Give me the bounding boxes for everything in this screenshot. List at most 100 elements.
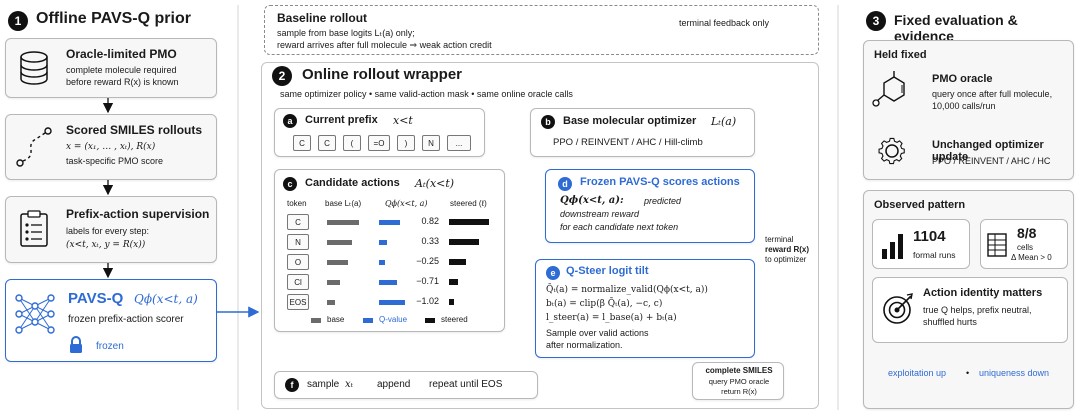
badge-a: a xyxy=(283,114,297,128)
badge-d: d xyxy=(558,177,572,191)
prefix-token-5: N xyxy=(422,135,440,151)
prefix-desc-2: (x<t, xₜ, y = R(x)) xyxy=(66,240,146,250)
legend-base-swatch xyxy=(311,318,321,323)
candidate-steered-bar xyxy=(449,299,454,305)
base-optimizer-formula: Lₜ(a) xyxy=(711,115,737,128)
candidate-token: O xyxy=(287,254,309,270)
footer-exploitation: exploitation up xyxy=(888,368,947,378)
frozen-scores-desc-2: downstream reward xyxy=(560,209,640,219)
pavs-desc: frozen prefix-action scorer xyxy=(68,314,184,325)
prefix-desc-1: labels for every step: xyxy=(66,226,150,236)
card-sample-loop: f sample xₜ append repeat until EOS xyxy=(274,371,538,399)
gear-icon xyxy=(878,137,905,165)
card-candidate-actions: c Candidate actions Aₜ(x<t) token base L… xyxy=(274,169,505,332)
badge-e: e xyxy=(546,266,560,280)
oracle-desc-1: complete molecule required xyxy=(66,65,177,75)
legend-q-label: Q-value xyxy=(379,315,408,324)
pavs-title: PAVS-Q xyxy=(68,290,124,307)
molecule-icon xyxy=(872,71,905,107)
card-baseline: Baseline rollout sample from base logits… xyxy=(264,5,819,55)
frozen-scores-desc-3: for each candidate next token xyxy=(560,222,679,232)
baseline-title: Baseline rollout xyxy=(277,11,368,25)
candidate-title: Candidate actions xyxy=(305,177,400,189)
section-1-title: Offline PAVS-Q prior xyxy=(36,10,191,27)
terminal-line-2: reward R(x) xyxy=(765,245,810,254)
terminal-line-1: terminal xyxy=(765,235,794,244)
card-held-fixed: Held fixed PMO oracle query once after f… xyxy=(863,40,1074,180)
action-identity-title: Action identity matters xyxy=(923,287,1043,299)
repeat-label: repeat until EOS xyxy=(429,379,503,390)
base-optimizer-desc: PPO / REINVENT / AHC / Hill-climb xyxy=(553,137,703,148)
held-fixed-title: Held fixed xyxy=(874,49,927,61)
card-runs: 1104 formal runs xyxy=(872,219,970,269)
frozen-scores-desc-1: predicted xyxy=(644,196,682,206)
badge-b: b xyxy=(541,115,555,129)
legend-q-swatch xyxy=(363,318,373,323)
baseline-line-1: sample from base logits Lₜ(a) only; xyxy=(277,28,415,38)
cells-value: 8/8 xyxy=(1017,225,1037,241)
pavs-formula: Qϕ(x<t, a) xyxy=(134,292,198,306)
runs-value: 1104 xyxy=(913,228,946,245)
candidate-base-bar xyxy=(327,280,340,285)
card-action-identity: Action identity matters true Q helps, pr… xyxy=(872,277,1068,343)
table-icon xyxy=(987,233,1007,257)
col-base-header: base Lₜ(a) xyxy=(325,199,362,208)
database-icon xyxy=(20,51,48,85)
complete-title: complete SMILES xyxy=(705,366,773,375)
prefix-token-1: C xyxy=(318,135,336,151)
candidate-base-bar xyxy=(327,240,352,245)
candidate-steered-bar xyxy=(449,239,479,245)
q-steer-eq-2: bₜ(a) = clip(β Q̄ₜ(a), −c, c) xyxy=(546,299,663,309)
optimizer-update-desc: PPO / REINVENT / AHC / HC xyxy=(932,156,1051,166)
scored-desc-2: task-specific PMO score xyxy=(66,156,164,166)
pmo-oracle-title: PMO oracle xyxy=(932,73,993,85)
col-steered-header: steered (ℓ) xyxy=(450,199,487,208)
action-identity-desc-1: true Q helps, prefix neutral, xyxy=(923,305,1032,315)
legend-base-label: base xyxy=(327,315,345,324)
candidate-steered-bar xyxy=(449,219,489,225)
pmo-oracle-desc-2: 10,000 calls/run xyxy=(932,101,996,111)
legend-steered-label: steered xyxy=(441,315,468,324)
candidate-q-value: 0.33 xyxy=(421,236,439,246)
badge-c: c xyxy=(283,177,297,191)
append-label: append xyxy=(377,379,411,390)
card-frozen-scores: d Frozen PAVS-Q scores actions Qϕ(x<t, a… xyxy=(545,169,755,243)
candidate-q-bar xyxy=(379,240,387,245)
frozen-label: frozen xyxy=(96,341,124,352)
baseline-terminal-label: terminal feedback only xyxy=(679,18,770,28)
current-prefix-formula: x<t xyxy=(393,114,413,127)
candidate-q-value: −1.02 xyxy=(416,296,439,306)
card-q-steer: e Q-Steer logit tilt Q̄ₜ(a) = normalize_… xyxy=(535,259,755,358)
prefix-token-0: C xyxy=(293,135,311,151)
scored-desc-1: x = (x₁, … , xₜ), R(x) xyxy=(66,142,156,152)
q-steer-title: Q-Steer logit tilt xyxy=(566,265,649,277)
frozen-scores-title: Frozen PAVS-Q scores actions xyxy=(580,176,740,188)
target-icon xyxy=(883,293,913,324)
col-q-header: Qϕ(x<t, a) xyxy=(385,199,428,208)
candidate-formula: Aₜ(x<t) xyxy=(415,177,455,190)
prefix-token-6: ... xyxy=(447,135,471,151)
card-pavs-q: PAVS-Q Qϕ(x<t, a) frozen prefix-action s… xyxy=(5,279,217,362)
q-steer-desc-2: after normalization. xyxy=(546,340,623,350)
action-identity-desc-2: shuffled hurts xyxy=(923,317,977,327)
scored-title: Scored SMILES rollouts xyxy=(66,123,203,137)
candidate-base-bar xyxy=(327,300,335,305)
section-2-number: 2 xyxy=(272,66,292,86)
candidate-q-bar xyxy=(379,280,397,285)
col-token-header: token xyxy=(287,199,307,208)
card-base-optimizer: b Base molecular optimizer Lₜ(a) PPO / R… xyxy=(530,108,755,157)
lock-icon xyxy=(70,336,82,353)
baseline-line-2: reward arrives after full molecule ⇒ wea… xyxy=(277,40,492,50)
section-3-number: 3 xyxy=(866,11,886,31)
current-prefix-title: Current prefix xyxy=(305,114,378,126)
runs-label: formal runs xyxy=(913,250,956,260)
badge-f: f xyxy=(285,378,299,392)
candidate-base-bar xyxy=(327,260,348,265)
cells-label-2: Δ Mean > 0 xyxy=(1011,253,1052,262)
candidate-q-bar xyxy=(379,220,400,225)
pmo-oracle-desc-1: query once after full molecule, xyxy=(932,89,1053,99)
candidate-q-value: −0.25 xyxy=(416,256,439,266)
cells-label-1: cells xyxy=(1017,243,1034,252)
legend-steered-swatch xyxy=(425,318,435,323)
